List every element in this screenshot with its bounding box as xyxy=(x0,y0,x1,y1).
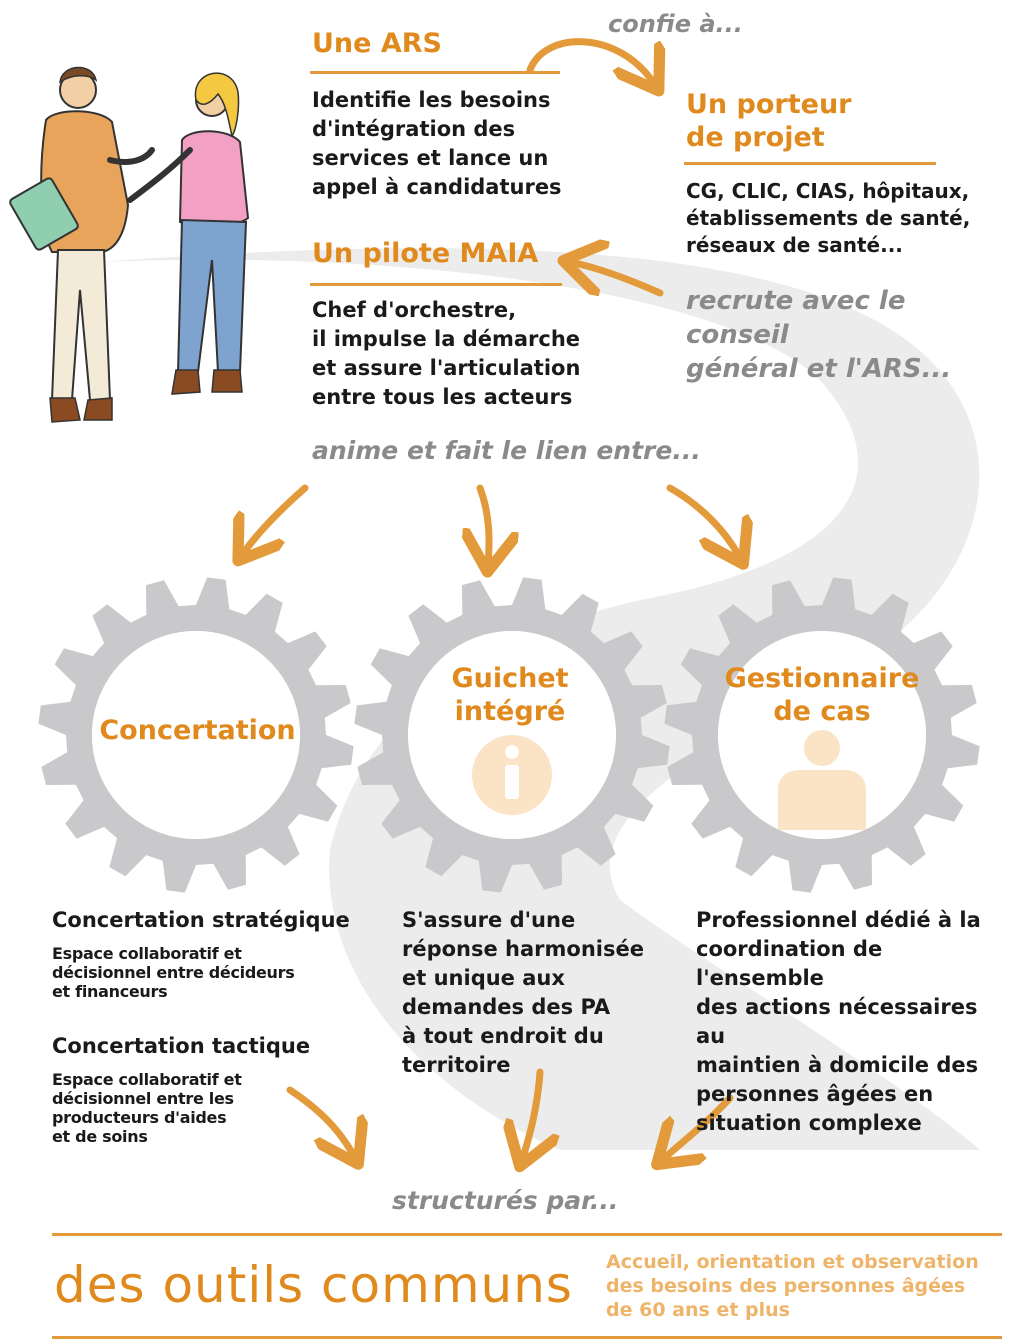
gear-gestionnaire xyxy=(664,577,980,893)
outils-bottom-rule xyxy=(52,1336,1002,1339)
arrow-concertation-to-outils xyxy=(286,1086,355,1158)
pilote-rule xyxy=(310,283,562,286)
gear-guichet xyxy=(354,577,670,893)
gestionnaire-text: Professionnel dédié à la coordination de… xyxy=(696,908,981,1135)
people-illustration xyxy=(9,66,250,423)
arrow-ars-to-porteur xyxy=(526,38,655,85)
porteur-text: CG, CLIC, CIAS, hôpitaux, établissements… xyxy=(686,179,971,257)
guichet-text: S'assure d'une réponse harmonisée et uni… xyxy=(402,908,644,1077)
concertation-tactique-text: Espace collaboratif et décisionnel entre… xyxy=(52,1070,242,1146)
concertation-strategique-text: Espace collaboratif et décisionnel entre… xyxy=(52,944,295,1001)
gear-label-gestionnaire: Gestionnaire de cas xyxy=(724,663,920,727)
ars-rule xyxy=(310,71,560,74)
arrow-porteur-to-pilote xyxy=(570,262,664,297)
gear-concertation-center xyxy=(92,631,300,839)
concertation-tactique-heading: Concertation tactique xyxy=(52,1034,311,1058)
porteur-arrow-label: recrute avec le conseil général et l'ARS… xyxy=(686,286,952,384)
ars-title: Une ARS xyxy=(312,28,442,59)
ars-text: Identifie les besoins d'intégration des … xyxy=(312,88,562,199)
ars-arrow-label: confie à... xyxy=(608,10,743,38)
porteur-title: Un porteur de projet xyxy=(686,89,852,153)
outils-text: Accueil, orientation et observation des … xyxy=(606,1251,979,1321)
arrow-guichet-to-outils xyxy=(522,1068,540,1160)
arrow-to-gestionnaire xyxy=(666,484,740,558)
pilote-arrow-label: anime et fait le lien entre... xyxy=(312,436,701,465)
gear-label-guichet: Guichet intégré xyxy=(451,663,569,727)
gear-concertation xyxy=(38,577,354,893)
pilote-text: Chef d'orchestre, il impulse la démarche… xyxy=(312,298,581,409)
arrow-to-concertation xyxy=(242,484,309,555)
porteur-rule xyxy=(684,162,936,165)
concertation-strategique-heading: Concertation stratégique xyxy=(52,908,350,932)
person-icon xyxy=(778,730,866,830)
structures-arrow-label: structurés par... xyxy=(392,1186,619,1215)
info-icon xyxy=(472,735,552,815)
outils-top-rule xyxy=(52,1233,1002,1236)
arrow-to-guichet xyxy=(480,484,489,565)
outils-title: des outils communs xyxy=(54,1256,573,1314)
arrow-gestionnaire-to-outils xyxy=(662,1094,734,1160)
pilote-title: Un pilote MAIA xyxy=(312,238,539,269)
gear-label-concertation: Concertation xyxy=(99,715,296,746)
